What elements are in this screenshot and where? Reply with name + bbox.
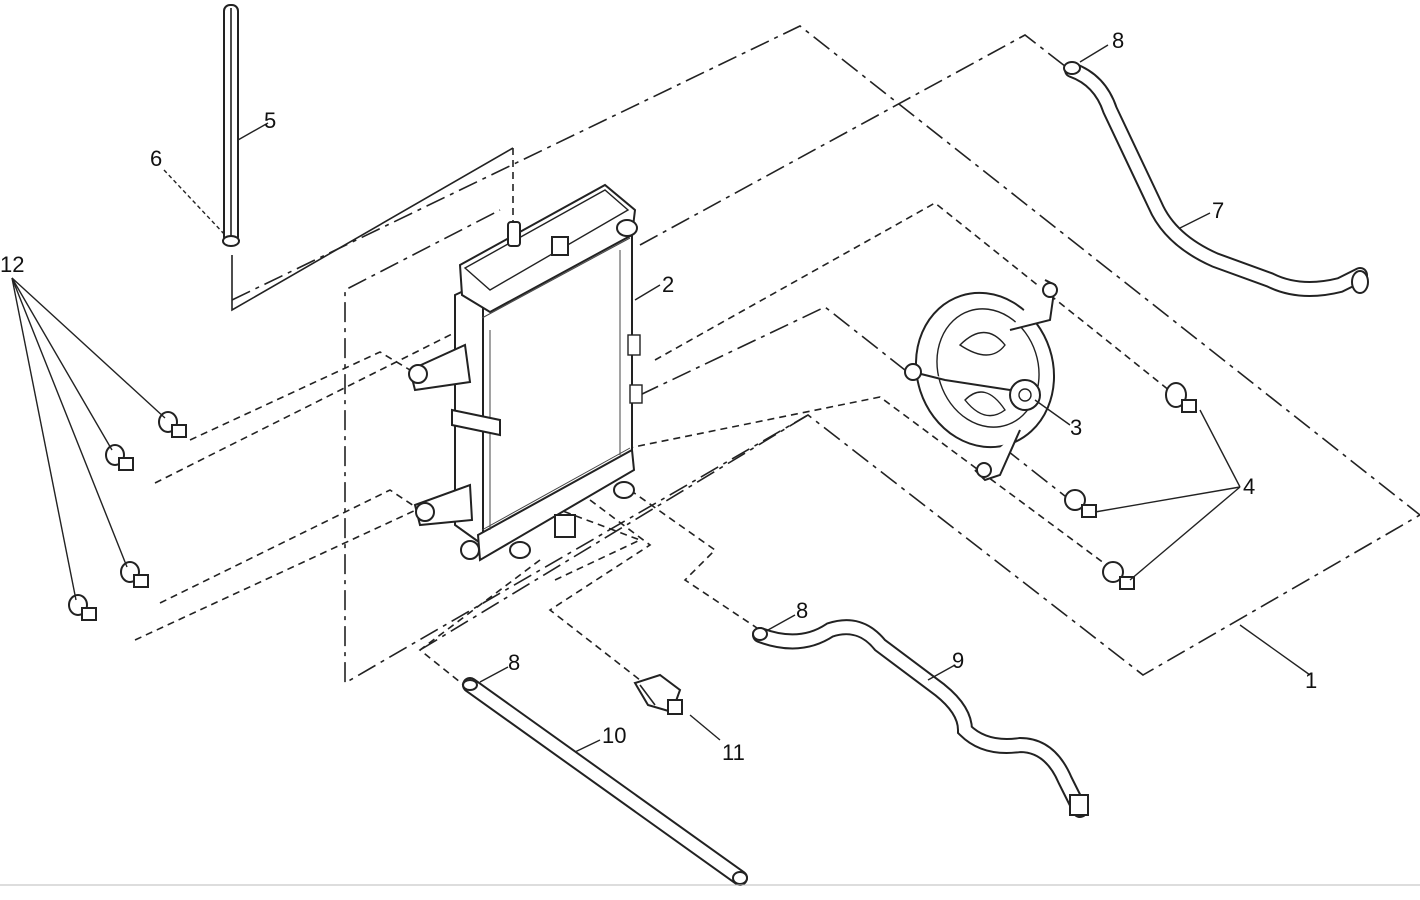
part-tube-vertical	[222, 4, 240, 247]
callout-6: 6	[150, 146, 162, 171]
part-sensor	[633, 673, 683, 715]
part-hose-lower	[752, 619, 1089, 818]
callout-9: 9	[952, 648, 964, 673]
callout-8-top: 8	[1112, 28, 1124, 53]
callout-8-bottom: 8	[508, 650, 520, 675]
callout-5: 5	[264, 108, 276, 133]
assembly-outline-lines	[134, 25, 1420, 691]
callout-4: 4	[1243, 474, 1255, 499]
part-fan	[904, 279, 1058, 482]
callout-3: 3	[1070, 415, 1082, 440]
callout-11: 11	[722, 740, 745, 765]
callout-2: 2	[662, 272, 674, 297]
callout-8-middle: 8	[796, 598, 808, 623]
part-bolts-12	[68, 411, 187, 621]
callout-12: 12	[0, 252, 24, 277]
leader-lines	[11, 44, 1311, 753]
callout-7: 7	[1212, 198, 1224, 223]
part-washers	[1064, 382, 1197, 590]
callout-labels: 1 2 3 4 5 6 7 8 8 8 9 10 11 12	[0, 28, 1317, 765]
callout-1: 1	[1305, 668, 1317, 693]
part-tube-straight	[462, 677, 748, 886]
callout-10: 10	[602, 723, 626, 748]
part-radiator	[408, 183, 643, 562]
part-hose-upper	[1063, 61, 1369, 297]
